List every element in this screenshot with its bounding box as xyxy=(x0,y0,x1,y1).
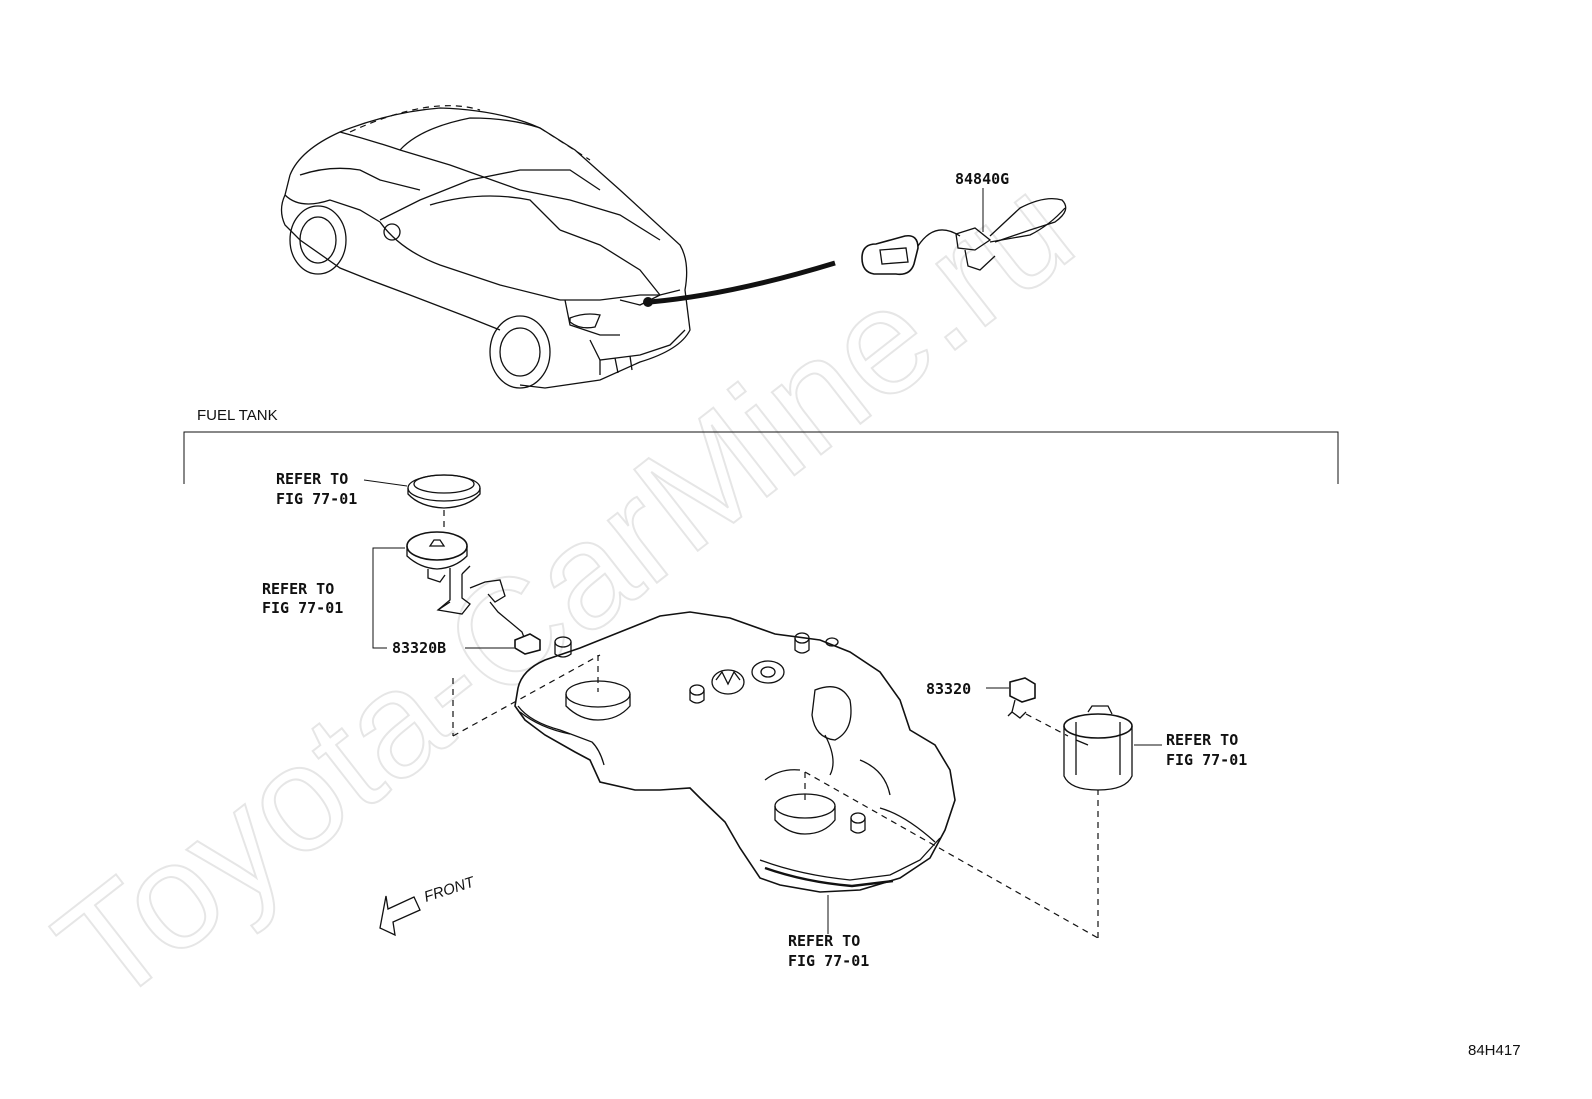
refer-note-pump-line-2: FIG 77-01 xyxy=(262,599,343,617)
refer-note-gasket-line-2: FIG 77-01 xyxy=(276,490,357,508)
section-bracket xyxy=(183,431,1339,484)
part-number-83320: 83320 xyxy=(926,680,971,698)
watermark: Toyota-CarMine.ru xyxy=(26,143,1102,1035)
front-label: FRONT xyxy=(422,873,478,906)
section-label: FUEL TANK xyxy=(197,407,278,424)
sub-tank-cup xyxy=(1063,705,1133,791)
front-direction-arrow: FRONT xyxy=(379,873,478,937)
refer-note-cup-line-1: REFER TO xyxy=(1166,731,1238,749)
fuel-sender-83320 xyxy=(1007,677,1036,719)
refer-note-tank-line-2: FIG 77-01 xyxy=(788,952,869,970)
car-illustration xyxy=(280,105,836,389)
refer-note-tank-line-1: REFER TO xyxy=(788,932,860,950)
refer-note-gasket-line-1: REFER TO xyxy=(276,470,348,488)
fuel-pump-assembly xyxy=(406,531,541,655)
refer-note-cup-line-2: FIG 77-01 xyxy=(1166,751,1247,769)
part-number-84840g: 84840G xyxy=(955,170,1009,188)
wire-harness-84840g xyxy=(861,188,1067,276)
figure-code: 84H417 xyxy=(1468,1042,1521,1059)
refer-note-pump-line-1: REFER TO xyxy=(262,580,334,598)
part-number-83320b: 83320B xyxy=(392,639,446,657)
gasket-ring xyxy=(407,474,481,509)
fuel-tank xyxy=(514,611,956,893)
